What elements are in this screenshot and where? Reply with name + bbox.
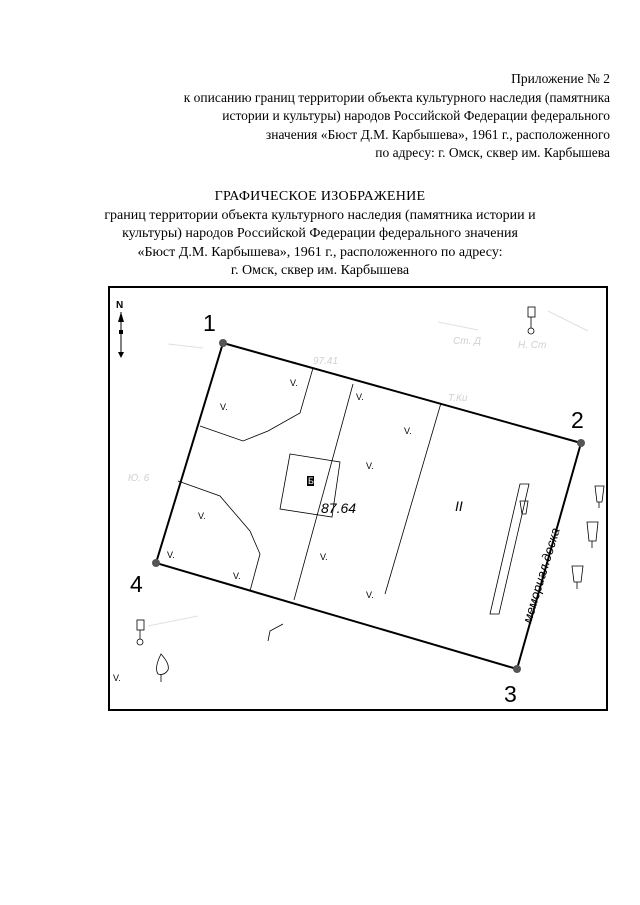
lawn-edge [177, 480, 261, 592]
corner-points: 1 2 3 4 [130, 310, 585, 707]
zone-label: II [455, 498, 463, 514]
vegetation-symbol: V. [220, 402, 228, 412]
monument-plot [279, 453, 341, 518]
map-frame [108, 286, 608, 711]
corner-label-2: 2 [571, 407, 584, 433]
corner-label-4: 4 [130, 571, 143, 597]
appendix-header: Приложение № 2 к описанию границ террито… [184, 70, 610, 163]
north-arrow-head [118, 312, 124, 322]
faint-label: Т.Ки [448, 393, 468, 404]
vegetation-symbols: V. V. V. V. V. V. V. V. V. V. V. [113, 378, 412, 683]
shrub-icon [519, 500, 529, 515]
faint-label: Ст. Д [453, 336, 481, 347]
vegetation-symbol: V. [404, 426, 412, 436]
appendix-line: Приложение № 2 [511, 71, 610, 86]
corner-label-1: 1 [203, 310, 216, 336]
division-line [293, 383, 354, 601]
page-title: ГРАФИЧЕСКОЕ ИЗОБРАЖЕНИЕ [214, 189, 426, 204]
path-line [267, 623, 284, 642]
north-arrow: N [116, 300, 124, 358]
north-label: N [116, 300, 123, 311]
vegetation-symbol: V. [167, 550, 175, 560]
vegetation-symbol: V. [233, 571, 241, 581]
interior-lines [177, 367, 442, 642]
shrub-icon [594, 485, 605, 508]
faint-label: Ю. 6 [128, 473, 150, 484]
external-symbols [136, 306, 605, 682]
corner-point-4 [152, 559, 160, 567]
heading-line: г. Омск, сквер им. Карбышева [230, 263, 410, 278]
bust-symbol [307, 476, 314, 486]
appendix-line: по адресу: г. Омск, сквер им. Карбышева [375, 145, 610, 160]
corner-point-1 [219, 339, 227, 347]
bust-monument: Б [307, 476, 314, 486]
corner-point-3 [513, 665, 521, 673]
appendix-line: значения «Бюст Д.М. Карбышева», 1961 г.,… [265, 126, 610, 142]
document-heading: ГРАФИЧЕСКОЕ ИЗОБРАЖЕНИЕ границ территори… [0, 188, 640, 281]
north-arrow-tail [118, 352, 124, 358]
vegetation-symbol: V. [198, 511, 206, 521]
vegetation-symbol: V. [320, 552, 328, 562]
corner-point-2 [577, 439, 585, 447]
appendix-line: к описанию границ территории объекта кул… [183, 89, 610, 105]
north-arrow-mark [119, 330, 123, 334]
division-line [384, 402, 442, 595]
heading-line: «Бюст Д.М. Карбышева», 1961 г., располож… [137, 244, 503, 260]
heading-line: культуры) народов Российской Федерации ф… [122, 226, 518, 241]
appendix-line: истории и культуры) народов Российской Ф… [222, 108, 610, 123]
monument-symbol: Б [308, 476, 314, 486]
lamp-icon [527, 306, 536, 335]
lamp-icon [136, 619, 145, 646]
vegetation-symbol: V. [290, 378, 298, 388]
shrub-icon [571, 565, 584, 589]
vegetation-symbol: V. [366, 590, 374, 600]
vegetation-symbol: V. [366, 461, 374, 471]
corner-label-3: 3 [504, 681, 517, 707]
area-label: 87.64 [321, 500, 356, 516]
vegetation-symbol: V. [356, 392, 364, 402]
vegetation-symbol: V. [113, 673, 121, 683]
tree-icon [156, 653, 169, 682]
heading-line: границ территории объекта культурного на… [104, 207, 536, 223]
site-plan-map: 97.41 Ст. Д Н. Ст Ю. 6 Т.Ки N [108, 286, 608, 711]
lawn-edge [199, 367, 314, 442]
background-labels: 97.41 Ст. Д Н. Ст Ю. 6 Т.Ки [128, 310, 589, 627]
memorial-plaque-outline [489, 483, 530, 615]
faint-label: Н. Ст [518, 340, 546, 351]
faint-label: 97.41 [313, 356, 338, 367]
shrub-icon [586, 521, 599, 548]
